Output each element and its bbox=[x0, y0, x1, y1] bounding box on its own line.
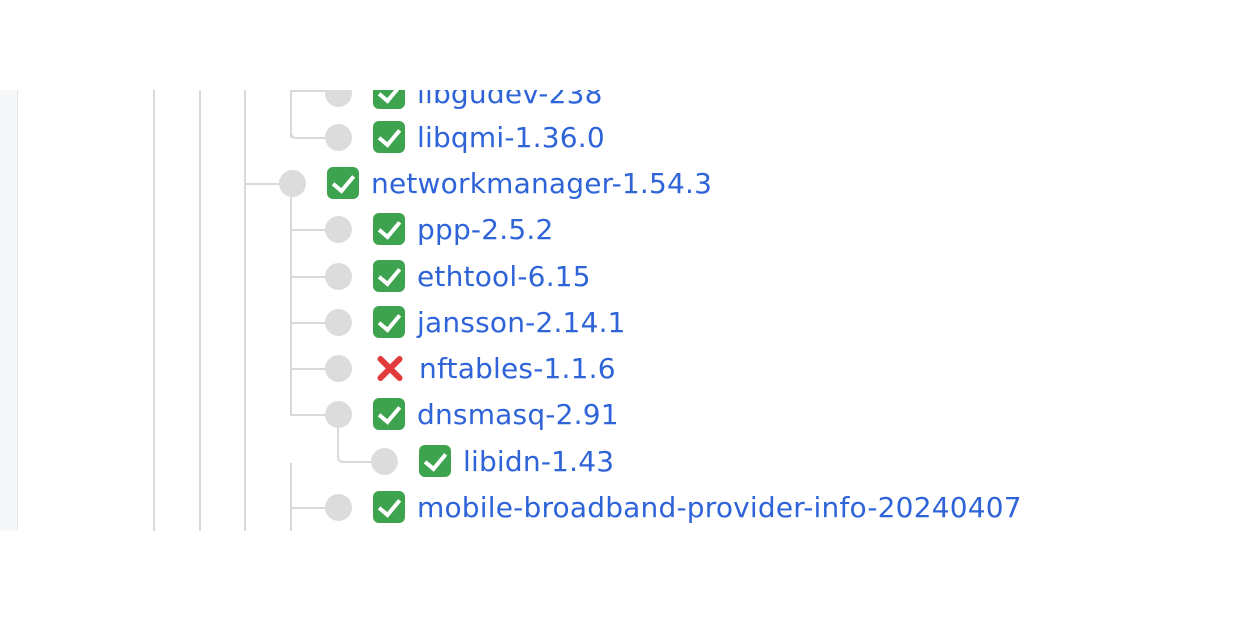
package-link[interactable]: jansson-2.14.1 bbox=[417, 305, 626, 339]
node-bullet bbox=[325, 354, 352, 382]
tree-connector bbox=[244, 183, 280, 185]
package-link[interactable]: libqmi-1.36.0 bbox=[417, 120, 605, 154]
tree-connector bbox=[290, 368, 326, 370]
package-link[interactable]: libidn-1.43 bbox=[463, 444, 615, 478]
check-icon bbox=[373, 306, 405, 338]
tree-node: networkmanager-1.54.3 bbox=[279, 163, 712, 203]
tree-guide-line bbox=[153, 90, 155, 531]
node-bullet bbox=[325, 308, 352, 336]
tree-guide-line bbox=[199, 90, 201, 531]
tree-connector bbox=[290, 90, 327, 139]
tree-guide-line bbox=[244, 90, 246, 531]
node-bullet bbox=[325, 400, 352, 428]
cross-icon bbox=[373, 351, 407, 385]
tree-connector bbox=[290, 229, 326, 231]
check-icon bbox=[327, 167, 359, 199]
tree-connector bbox=[290, 507, 326, 509]
package-link[interactable]: nftables-1.1.6 bbox=[419, 351, 616, 385]
package-link[interactable]: libgudev-238 bbox=[417, 90, 603, 110]
check-icon bbox=[373, 121, 405, 153]
tree-connector bbox=[290, 414, 326, 416]
check-icon bbox=[373, 260, 405, 292]
node-bullet bbox=[325, 215, 352, 243]
package-link[interactable]: ethtool-6.15 bbox=[417, 259, 591, 293]
package-link[interactable]: dnsmasq-2.91 bbox=[417, 397, 619, 431]
node-bullet bbox=[279, 169, 306, 197]
check-icon bbox=[373, 213, 405, 245]
check-icon bbox=[373, 90, 405, 109]
node-bullet bbox=[325, 123, 352, 151]
check-icon bbox=[373, 398, 405, 430]
node-bullet bbox=[371, 447, 398, 475]
node-bullet bbox=[325, 90, 352, 107]
dependency-tree-viewport: libgudev-238 libqmi-1.36.0 networkmanage… bbox=[0, 90, 1246, 531]
tree-node: libgudev-238 bbox=[325, 90, 603, 113]
tree-node: libqmi-1.36.0 bbox=[325, 117, 605, 157]
tree-connector bbox=[290, 90, 326, 92]
left-gutter bbox=[0, 90, 18, 531]
tree-node: nftables-1.1.6 bbox=[325, 348, 616, 388]
tree-node: ethtool-6.15 bbox=[325, 256, 591, 296]
tree-node: mobile-broadband-provider-info-20240407 bbox=[325, 487, 1022, 527]
tree-guide-line bbox=[290, 463, 292, 531]
tree-node: libidn-1.43 bbox=[371, 441, 614, 481]
package-link[interactable]: networkmanager-1.54.3 bbox=[371, 166, 713, 200]
tree-node: dnsmasq-2.91 bbox=[325, 394, 619, 434]
check-icon bbox=[419, 445, 451, 477]
package-link[interactable]: mobile-broadband-provider-info-20240407 bbox=[417, 490, 1022, 524]
tree-node: jansson-2.14.1 bbox=[325, 302, 626, 342]
node-bullet bbox=[325, 262, 352, 290]
tree-guide-line bbox=[290, 196, 292, 414]
tree-connector bbox=[337, 427, 373, 463]
node-bullet bbox=[325, 493, 352, 521]
tree-node: ppp-2.5.2 bbox=[325, 209, 553, 249]
package-link[interactable]: ppp-2.5.2 bbox=[417, 212, 554, 246]
tree-connector bbox=[290, 322, 326, 324]
check-icon bbox=[373, 491, 405, 523]
tree-connector bbox=[290, 276, 326, 278]
